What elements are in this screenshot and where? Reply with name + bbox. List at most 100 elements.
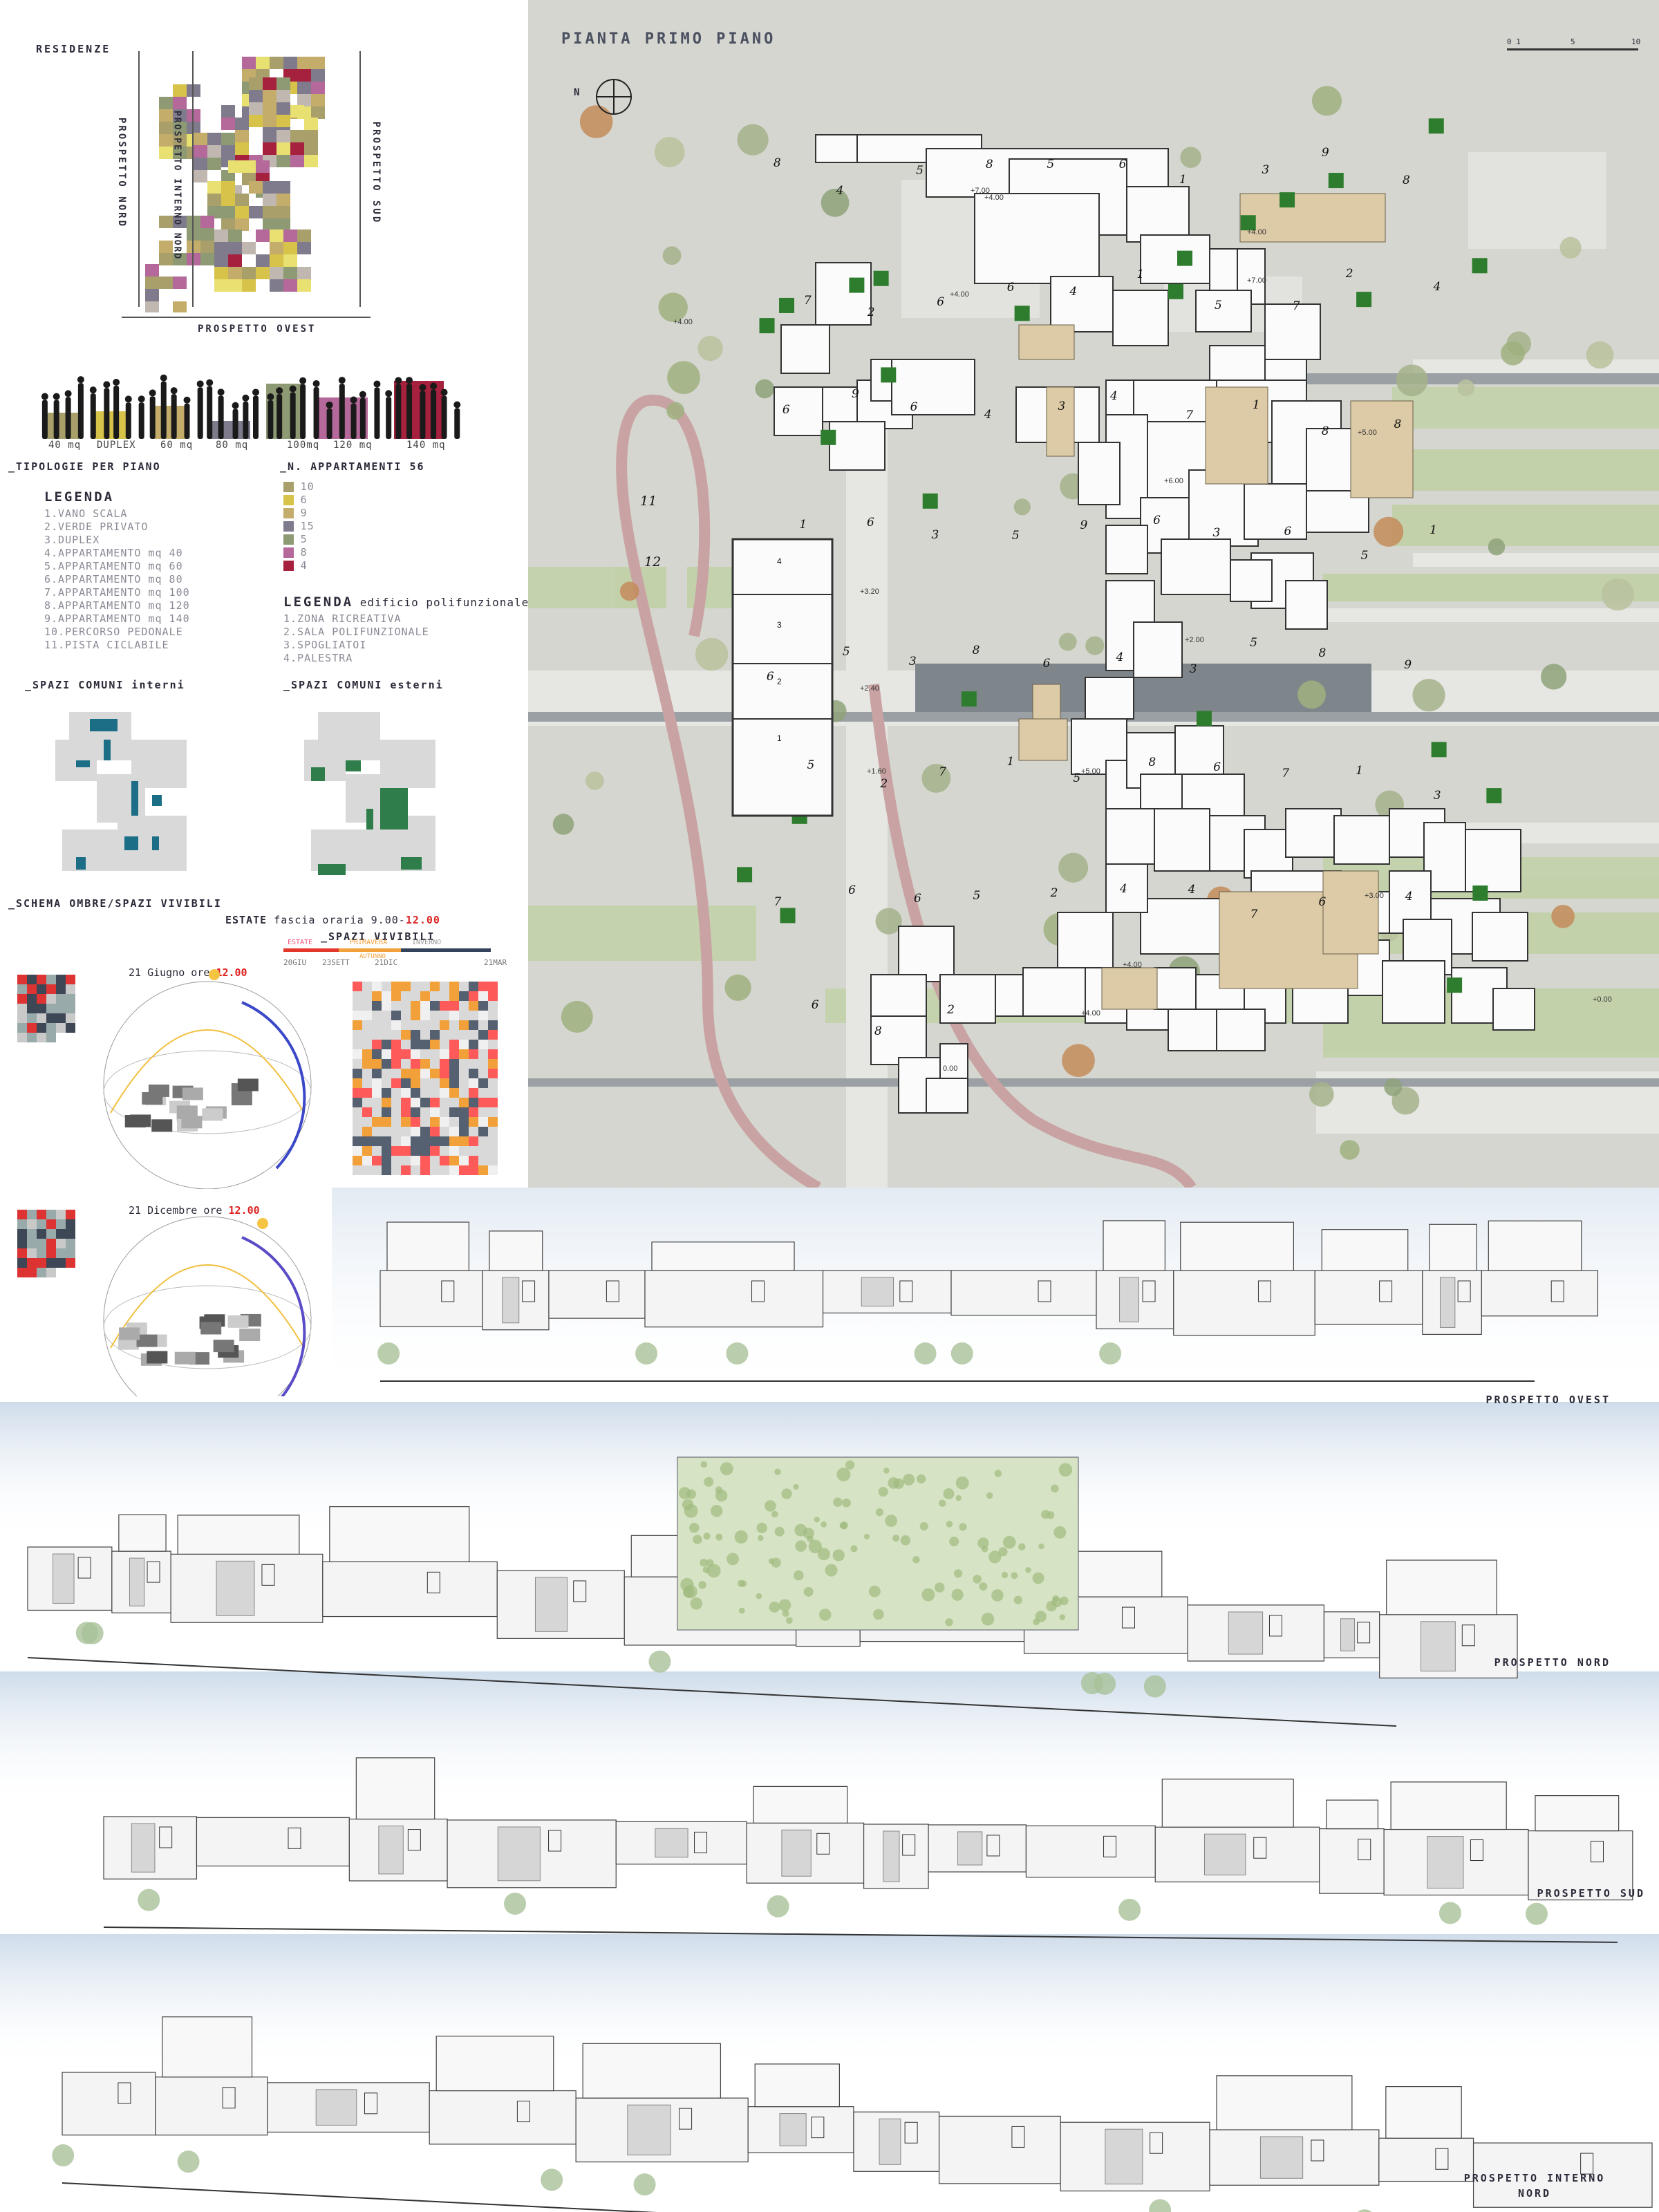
foliage xyxy=(794,1524,807,1537)
person-head xyxy=(373,380,381,388)
facade-volume xyxy=(1161,1779,1294,1828)
vivibili-cell xyxy=(353,1127,362,1136)
legenda-poli-item: 3.SPOGLIATOI xyxy=(283,639,367,651)
window xyxy=(159,1826,173,1848)
private-garden xyxy=(1014,306,1030,321)
unit-number: 7 xyxy=(774,895,782,910)
tree-icon xyxy=(561,1001,593,1033)
vivibili-cell xyxy=(401,1049,411,1059)
mosaic-cell xyxy=(200,253,214,265)
vivibili-cell xyxy=(430,1127,440,1136)
apartment-unit xyxy=(1465,829,1521,892)
foliage xyxy=(818,1609,832,1621)
unit-number: 5 xyxy=(916,163,924,178)
vivibili-cell xyxy=(420,1146,430,1156)
mosaic-cell xyxy=(270,242,283,254)
mosaic-cell xyxy=(290,130,304,142)
tree-icon xyxy=(75,1622,98,1644)
foliage xyxy=(684,1503,698,1518)
mosaic-cell xyxy=(256,254,270,267)
vivibili-cell xyxy=(372,1078,382,1088)
unit-number: 8 xyxy=(1318,646,1327,661)
foliage xyxy=(1033,1618,1040,1626)
vivibili-cell xyxy=(430,1001,440,1011)
window xyxy=(516,2101,530,2123)
vivibili-cell xyxy=(478,1136,488,1146)
apartment-unit xyxy=(1244,483,1307,540)
unit-number: 4 xyxy=(1069,284,1078,299)
vivibili-cell xyxy=(411,1136,420,1146)
unit-number: 5 xyxy=(842,645,850,659)
vivibili-cell xyxy=(401,982,411,991)
foliage xyxy=(1032,1572,1044,1584)
person-head xyxy=(276,387,283,395)
vivibili-cell xyxy=(401,1020,411,1030)
vivibili-cell xyxy=(469,1146,478,1156)
facade-panel xyxy=(502,1277,520,1324)
vivibili-cell xyxy=(372,982,382,991)
tree-icon xyxy=(1062,1044,1095,1077)
apartment-unit xyxy=(815,262,872,326)
vivibili-cell xyxy=(449,1127,459,1136)
foliage xyxy=(702,1566,710,1573)
foliage xyxy=(738,1607,745,1614)
foliage xyxy=(793,1570,804,1581)
private-garden xyxy=(961,691,977,707)
sun-building xyxy=(118,1337,139,1350)
spazi-vivibili-map xyxy=(353,982,498,1175)
vivibili-cell xyxy=(420,982,430,991)
window xyxy=(902,1834,916,1856)
foliage xyxy=(703,1533,711,1540)
mosaic-cell xyxy=(207,133,221,145)
mini-plan-cell xyxy=(56,1229,66,1239)
swatch xyxy=(283,534,294,545)
tree-icon xyxy=(875,908,902,935)
mini-plan-cell xyxy=(46,1229,56,1239)
person-head xyxy=(64,390,72,397)
sun-path xyxy=(110,1029,305,1114)
unit-number: 8 xyxy=(985,158,993,172)
vivibili-cell xyxy=(382,1001,391,1011)
mosaic-cell xyxy=(270,229,283,242)
tree-icon xyxy=(1311,86,1342,116)
foliage xyxy=(875,1508,883,1517)
mosaic-cell xyxy=(297,94,311,106)
unit-number: 6 xyxy=(1284,524,1292,538)
count-row: 9 xyxy=(283,506,315,519)
mini-plan-cell xyxy=(37,1004,46,1013)
mosaic-cell xyxy=(173,84,187,97)
typology-chart xyxy=(41,374,461,439)
vivibili-cell xyxy=(420,991,430,1001)
season-label: INVERNO xyxy=(412,939,442,946)
mini-plan-cell xyxy=(17,984,27,994)
vivibili-cell xyxy=(440,1156,449,1165)
apartment-unit xyxy=(1133,621,1183,678)
unit-number: 5 xyxy=(807,758,815,773)
facade-panel xyxy=(53,1553,75,1604)
mosaic-cell xyxy=(173,109,187,122)
mini-plan-cell xyxy=(37,994,46,1004)
vivibili-cell xyxy=(459,1146,469,1156)
mosaic-cell xyxy=(235,218,249,231)
vivibili-cell xyxy=(488,1165,498,1175)
unit-number: 1 xyxy=(1356,763,1363,778)
mosaic-cell xyxy=(311,106,325,119)
person-silhouette xyxy=(184,403,190,439)
private-garden xyxy=(1240,215,1256,231)
foliage xyxy=(1001,1571,1009,1579)
foliage xyxy=(710,1505,723,1517)
vivibili-cell xyxy=(469,1030,478,1040)
tree-icon xyxy=(1525,1902,1548,1925)
vivibili-cell xyxy=(449,1049,459,1059)
vivibili-cell xyxy=(372,1146,382,1156)
mosaic-cell xyxy=(200,216,214,228)
sun-building xyxy=(136,1334,158,1347)
count-row: 5 xyxy=(283,532,315,545)
spot-cell xyxy=(152,795,162,806)
mini-plan-cell xyxy=(17,1258,27,1268)
foliage xyxy=(955,1494,962,1501)
person-silhouette xyxy=(431,389,437,439)
unit-number: 7 xyxy=(1250,907,1258,921)
label-elev-nord: PROSPETTO NORD xyxy=(1494,1656,1611,1669)
mini-plan-cell xyxy=(46,1219,56,1229)
